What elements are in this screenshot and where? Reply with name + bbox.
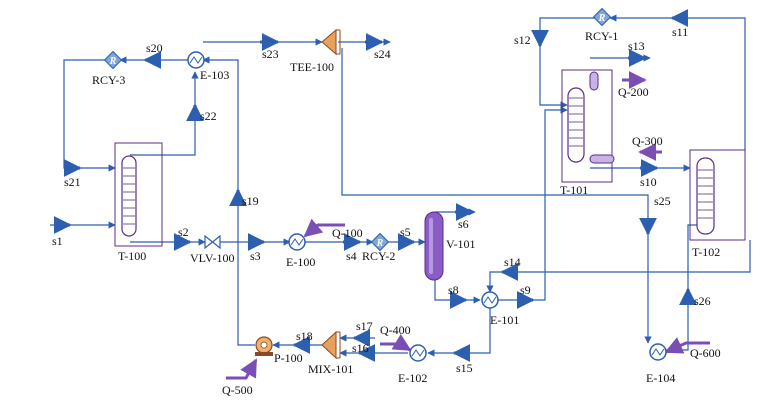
label-s21: s21 — [64, 175, 81, 189]
energy-labels: Q-100 Q-200 Q-300 Q-400 Q-500 Q-600 — [222, 85, 721, 397]
label-s26: s26 — [694, 294, 711, 308]
energy-arrow-q600 — [664, 337, 710, 354]
label-s15: s15 — [456, 361, 473, 375]
label-s2: s2 — [178, 225, 189, 239]
label-s4: s4 — [346, 249, 357, 263]
label-q200: Q-200 — [618, 85, 649, 99]
label-e100: E-100 — [286, 255, 315, 269]
recycle-block-rcy1[interactable]: R — [592, 7, 612, 27]
stream-line-s26 — [660, 221, 706, 351]
column-t102[interactable] — [689, 149, 746, 241]
svg-text:R: R — [109, 56, 117, 67]
label-rcy3: RCY-3 — [92, 73, 125, 87]
label-p100: P-100 — [274, 351, 303, 365]
label-s1: s1 — [52, 234, 63, 248]
label-s23: s23 — [262, 47, 279, 61]
label-t101: T-101 — [560, 183, 588, 197]
condenser — [589, 71, 599, 91]
label-e103: E-103 — [200, 68, 229, 82]
energy-streams — [226, 71, 710, 380]
svg-text:R: R — [598, 13, 606, 24]
label-s12: s12 — [514, 33, 531, 47]
energy-arrow-q100 — [303, 218, 345, 238]
label-s18: s18 — [296, 329, 313, 343]
label-s10: s10 — [640, 175, 657, 189]
cooler-e102[interactable] — [409, 344, 427, 362]
label-s22: s22 — [200, 109, 217, 123]
recycle-block-rcy2[interactable]: R — [370, 232, 390, 252]
label-s11: s11 — [672, 25, 688, 39]
mixer-mix101[interactable] — [321, 330, 341, 360]
label-s20: s20 — [146, 41, 163, 55]
label-rcy2: RCY-2 — [362, 249, 395, 263]
label-e101: E-101 — [490, 313, 519, 327]
heater-e104[interactable] — [649, 343, 667, 361]
energy-arrow-q500 — [226, 358, 258, 380]
column-t101[interactable] — [561, 69, 615, 183]
label-s16: s16 — [352, 341, 369, 355]
stream-line-s21 — [63, 59, 116, 172]
label-s5: s5 — [400, 225, 411, 239]
label-s13: s13 — [628, 39, 645, 53]
label-s9: s9 — [520, 283, 531, 297]
stream-line-s14 — [486, 240, 751, 293]
label-q500: Q-500 — [222, 383, 253, 397]
stream-line-s12 — [539, 17, 595, 109]
heat-exchanger-e101[interactable] — [481, 291, 499, 309]
label-e102: E-102 — [398, 371, 427, 385]
label-q100: Q-100 — [332, 226, 363, 240]
label-mix101: MIX-101 — [308, 362, 353, 376]
heat-exchanger-e103[interactable] — [187, 51, 205, 69]
recycle-block-rcy3[interactable]: R — [103, 50, 123, 70]
heater-e100[interactable] — [288, 233, 306, 251]
label-s19: s19 — [242, 194, 259, 208]
label-q600: Q-600 — [690, 346, 721, 360]
label-e104: E-104 — [646, 371, 675, 385]
energy-arrow-q400 — [380, 333, 412, 352]
pump-p100[interactable] — [255, 336, 273, 356]
label-q400: Q-400 — [380, 323, 411, 337]
label-s8: s8 — [448, 283, 459, 297]
flow-arrows — [53, 9, 697, 362]
label-tee100: TEE-100 — [290, 60, 334, 74]
stream-line-s25 — [341, 48, 652, 344]
label-v101: V-101 — [446, 237, 476, 251]
vessel-v101[interactable] — [424, 211, 444, 281]
label-s25: s25 — [654, 194, 671, 208]
label-s6: s6 — [458, 217, 469, 231]
label-rcy1: RCY-1 — [585, 29, 618, 43]
label-vlv100: VLV-100 — [190, 251, 234, 265]
label-t100: T-100 — [118, 249, 146, 263]
reboiler — [589, 154, 615, 164]
label-s24: s24 — [374, 47, 391, 61]
equipment-labels: T-100 T-101 T-102 E-100 E-101 E-102 E-10… — [92, 29, 720, 385]
label-s14: s14 — [504, 255, 521, 269]
stream-line-s11 — [609, 14, 746, 150]
valve-vlv100[interactable] — [204, 234, 221, 250]
column-t100[interactable] — [114, 142, 163, 247]
stream-line-s15 — [427, 308, 491, 357]
label-s17: s17 — [356, 319, 373, 333]
label-s3: s3 — [250, 249, 261, 263]
stream-line-s22 — [130, 71, 199, 156]
tee-splitter-tee100[interactable] — [321, 28, 341, 56]
stream-labels: s1 s2 s3 s4 s5 s6 s8 s9 s10 s11 s12 s13 … — [52, 25, 711, 375]
label-q300: Q-300 — [632, 134, 663, 148]
label-t102: T-102 — [692, 245, 720, 259]
svg-text:R: R — [376, 238, 384, 249]
